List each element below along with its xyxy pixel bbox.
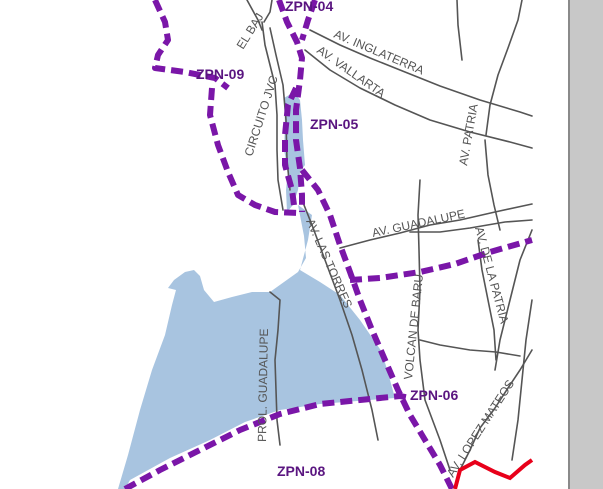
road-east-edge bbox=[511, 299, 533, 461]
road-de-la-patria bbox=[477, 239, 497, 361]
zone-label-zpn06: ZPN-06 bbox=[410, 387, 458, 403]
alert-line bbox=[453, 458, 534, 489]
road-volcan-baru bbox=[417, 179, 451, 471]
border-las-torres bbox=[299, 168, 455, 489]
zone-label-zpn09: ZPN-09 bbox=[196, 66, 244, 82]
border-guadalupe bbox=[349, 237, 533, 283]
border-zpn09-south bbox=[207, 87, 299, 216]
road-lopez-mateos bbox=[459, 349, 533, 471]
zone-labels: ZPN-04 ZPN-09 ZPN-05 ZPN-06 ZPN-08 bbox=[196, 0, 458, 479]
road-las-torres bbox=[299, 194, 379, 441]
road-el-bajio bbox=[246, 0, 263, 31]
street-label-el-bajio: EL BAJ bbox=[234, 11, 267, 52]
street-label-volcan-baru: VOLCAN DE BARU bbox=[401, 273, 426, 380]
road-patria-top bbox=[485, 0, 523, 136]
road-circuito-west bbox=[261, 21, 284, 211]
street-label-circuito: CIRCUITO JVC bbox=[242, 74, 281, 158]
border-zpn04-west bbox=[152, 0, 230, 91]
road-patria-north bbox=[456, 0, 463, 61]
zone-label-zpn05: ZPN-05 bbox=[310, 116, 358, 132]
road-vallarta bbox=[304, 49, 533, 149]
highlight-area-main bbox=[118, 205, 395, 489]
zone-borders bbox=[123, 0, 533, 489]
road-top-left bbox=[263, 0, 273, 23]
road-east-branch bbox=[494, 229, 533, 371]
border-zpn08-top bbox=[123, 393, 411, 489]
road-patria-low bbox=[484, 139, 501, 231]
zone-label-zpn08: ZPN-08 bbox=[277, 463, 325, 479]
street-label-de-la-patria: AV. DE LA PATRIA bbox=[472, 225, 511, 325]
street-label-patria: AV. PATRIA bbox=[456, 103, 481, 167]
street-label-prol-guadalupe: PROL. GUADALUPE bbox=[255, 328, 271, 442]
road-lopez-connector bbox=[419, 339, 521, 357]
road-inglaterra bbox=[309, 29, 533, 117]
road-guadalupe-2 bbox=[409, 219, 533, 233]
border-zpn04-east bbox=[299, 0, 318, 41]
zone-label-zpn04: ZPN-04 bbox=[285, 0, 333, 14]
border-zpn05-west bbox=[282, 86, 299, 206]
side-panel bbox=[569, 0, 603, 489]
road-guadalupe bbox=[339, 203, 533, 249]
road-prol-guadalupe bbox=[269, 291, 281, 446]
border-zpn05-inner bbox=[276, 0, 305, 212]
